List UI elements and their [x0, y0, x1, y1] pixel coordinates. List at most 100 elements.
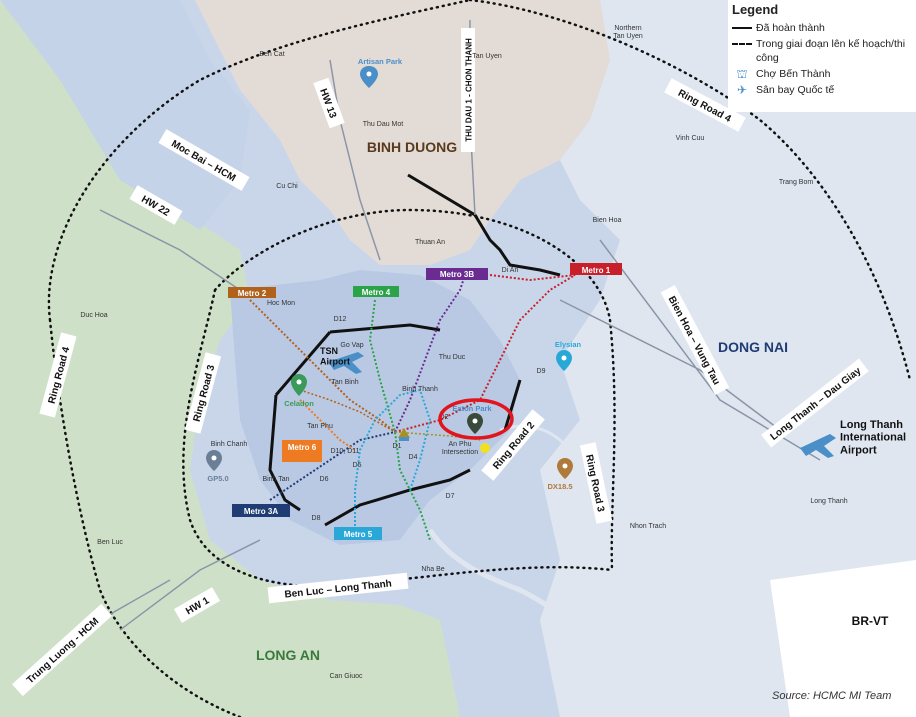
- svg-text:Elysian: Elysian: [555, 340, 582, 349]
- place-vinh-cuu: Vinh Cuu: [676, 135, 705, 142]
- place-can-giuoc: Can Giuoc: [329, 673, 363, 680]
- metro-3b-label: Metro 3B: [426, 268, 488, 280]
- place-nhon-trach: Nhon Trach: [630, 523, 666, 530]
- svg-text:Artisan Park: Artisan Park: [358, 57, 403, 66]
- legend-airport: ✈Sân bay Quốc tế: [732, 83, 916, 97]
- metro-1-label: Metro 1: [570, 263, 622, 275]
- project-eaton: Eaton Park: [452, 404, 492, 434]
- river: [427, 528, 643, 717]
- metro-3b-line: [394, 274, 466, 433]
- region-br-vt: BR-VT: [852, 614, 889, 628]
- place-thu-duc: Thu Duc: [439, 354, 466, 361]
- pin-icon: [291, 374, 307, 396]
- ring-road-2-completed: [268, 323, 522, 527]
- project-artisan: Artisan Park: [358, 57, 403, 88]
- place-d8: D8: [312, 515, 321, 522]
- metro-2-line: [249, 299, 396, 433]
- svg-text:Metro 5: Metro 5: [344, 530, 373, 539]
- ben-thanh-market: [398, 428, 410, 441]
- place-d7: D7: [446, 493, 455, 500]
- highlight-circle: [438, 398, 514, 440]
- metro-2-label: Metro 2: [228, 287, 276, 298]
- region-dong-nai: DONG NAI: [718, 339, 788, 355]
- ring-road-4: [47, 0, 912, 717]
- legend: Legend Đã hoàn thành Trong giai đoạn lên…: [728, 0, 916, 112]
- project-gp50: GP5.0: [206, 450, 229, 483]
- svg-text:Metro 2: Metro 2: [238, 289, 267, 298]
- region-long-an: LONG AN: [256, 647, 320, 663]
- place-long-thanh: Long Thanh: [810, 498, 847, 505]
- place-hoc-mon: Hoc Mon: [267, 300, 295, 307]
- dashed-line-swatch: [732, 43, 752, 45]
- svg-text:DX18.5: DX18.5: [547, 482, 572, 491]
- legend-title: Legend: [732, 2, 779, 17]
- legend-planned: Trong giai đoạn lên kế hoạch/thi công: [732, 37, 916, 65]
- place-tan-binh: Tan Binh: [331, 379, 358, 386]
- place-ben-cat: Ben Cat: [259, 51, 284, 58]
- place-d5: D5: [353, 462, 362, 469]
- long-an-region: [0, 0, 460, 717]
- source-note: Source: HCMC MI Team: [772, 690, 892, 702]
- place-thu-dau-mot: Thu Dau Mot: [363, 121, 404, 128]
- place-d9: D9: [537, 368, 546, 375]
- legend-completed: Đã hoàn thành: [732, 21, 916, 35]
- place-go-vap: Go Vap: [340, 342, 363, 349]
- svg-text:Celadon: Celadon: [284, 399, 314, 408]
- metro-4-label: Metro 4: [353, 286, 399, 297]
- place-thuan-an: Thuan An: [415, 239, 445, 246]
- place-d6: D6: [320, 476, 329, 483]
- ring-road-2-segment: [274, 331, 332, 396]
- an-phu-marker: [480, 443, 490, 453]
- place-ben-luc: Ben Luc: [97, 539, 123, 546]
- airplane-icon: [800, 434, 836, 458]
- metro-5-line: [354, 388, 432, 530]
- market-icon: ⛫: [736, 67, 748, 81]
- metro-6-line: [299, 399, 356, 451]
- svg-text:Metro 3B: Metro 3B: [440, 270, 474, 279]
- project-celadon: Celadon: [284, 374, 314, 408]
- metro-5-label: Metro 5: [334, 527, 382, 540]
- place-d4: D4: [409, 454, 418, 461]
- metro-1-east: [489, 274, 576, 282]
- place-di-an: Di An: [502, 267, 519, 274]
- place-trang-bom: Trang Bom: [779, 179, 814, 186]
- legend-market: ⛫Chợ Bến Thành: [732, 67, 916, 81]
- hcmc-core: [230, 270, 520, 545]
- project-dx185: DX18.5: [547, 458, 573, 491]
- thu-dau-mot-label: THU DAU 1 - CHON THANH: [461, 28, 475, 152]
- place-d1: D1: [393, 443, 402, 450]
- svg-text:Eaton Park: Eaton Park: [452, 404, 492, 413]
- svg-text:Metro 6: Metro 6: [288, 443, 317, 452]
- svg-text:Metro 4: Metro 4: [362, 288, 391, 297]
- airplane-icon: ✈: [736, 83, 748, 97]
- place-binh-chanh: Binh Chanh: [211, 441, 248, 448]
- place-d10: D10, D11: [330, 448, 359, 455]
- place-tan-uyen: Tan Uyen: [472, 53, 502, 60]
- svg-text:Metro 1: Metro 1: [582, 266, 611, 275]
- thu-dau-mot-road: [407, 173, 561, 277]
- svg-text:Metro 3A: Metro 3A: [244, 507, 278, 516]
- binh-duong-region: [195, 0, 610, 265]
- metro-6-label: Metro 6: [282, 440, 322, 462]
- pin-icon: [360, 66, 378, 88]
- airplane-icon: [328, 352, 364, 374]
- west-area: [0, 0, 250, 230]
- place-cu-chi: Cu Chi: [276, 183, 298, 190]
- metro-3a-line: [269, 431, 396, 501]
- metro-1-line: [394, 274, 576, 433]
- place-binh-tan: Binh Tan: [262, 476, 289, 483]
- place-duc-hoa: Duc Hoa: [80, 312, 107, 319]
- place-bien-hoa: Bien Hoa: [593, 217, 622, 224]
- place-tan-phu: Tan Phu: [307, 423, 333, 430]
- br-vt-region: [770, 560, 916, 717]
- project-elysian: Elysian: [555, 340, 582, 371]
- dong-nai-region: [540, 0, 916, 717]
- market-icon: [398, 428, 410, 438]
